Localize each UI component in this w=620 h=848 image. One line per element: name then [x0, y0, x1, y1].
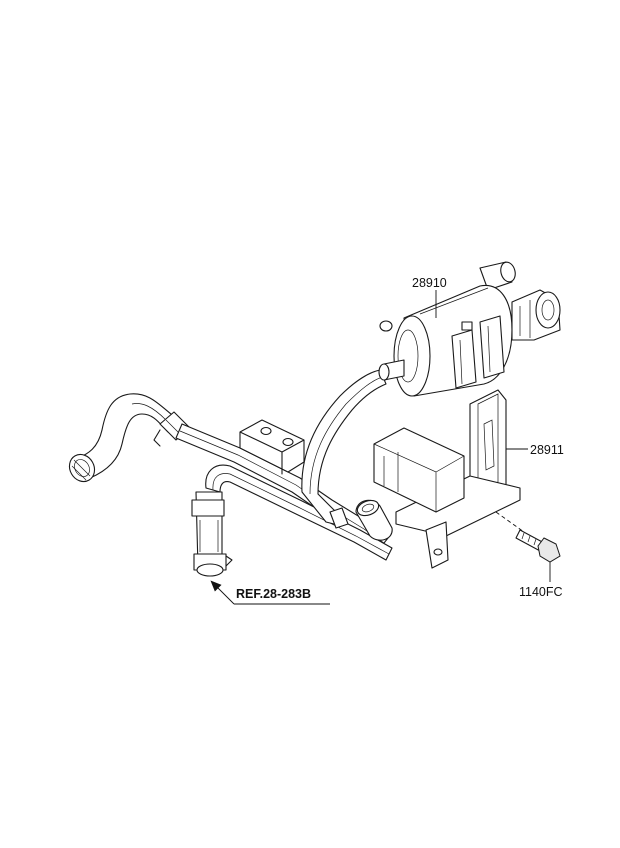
rising-hose	[301, 369, 387, 529]
upper-left-hose	[68, 393, 177, 483]
part-label-28910: 28910	[412, 276, 447, 290]
part-label-28911: 28911	[530, 443, 564, 457]
ref-arrow	[210, 580, 330, 605]
bolt-1140fc	[495, 511, 561, 563]
mounting-block	[239, 419, 305, 475]
elbow-stub	[355, 499, 393, 541]
lower-pipe	[205, 464, 393, 561]
hose-assembly	[68, 369, 393, 577]
purge-valve	[378, 261, 561, 397]
ref-label: REF.28-283B	[236, 587, 311, 601]
vertical-hose	[191, 491, 233, 577]
part-label-1140fc: 1140FC	[519, 585, 563, 599]
mounting-bracket	[373, 389, 521, 569]
